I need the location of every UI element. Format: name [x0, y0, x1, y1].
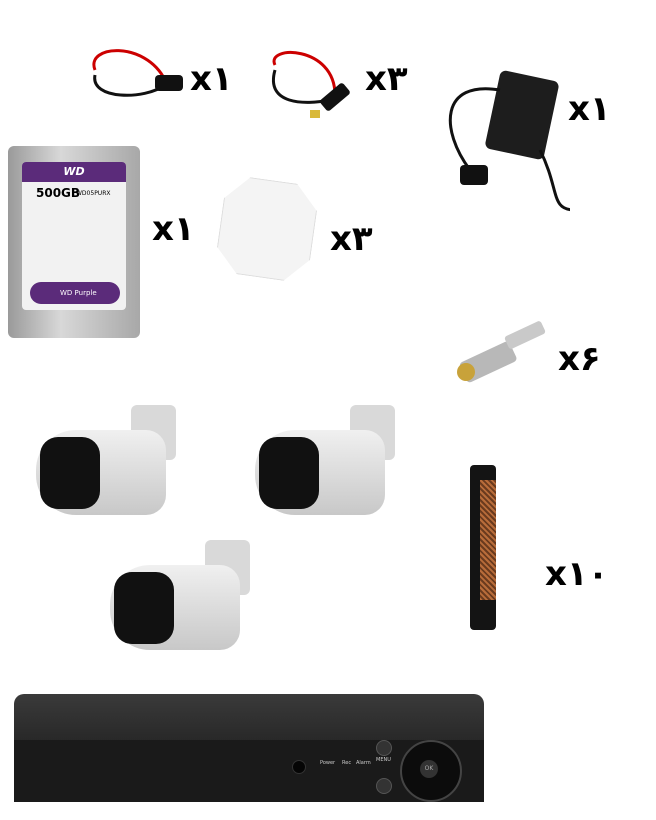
quantity-dc-female: x۱: [190, 59, 233, 99]
record-button: [376, 778, 392, 794]
quantity-hdd: x۱: [152, 209, 195, 249]
ir-sensor: [292, 760, 306, 774]
junction-box-image: [214, 174, 321, 284]
quantity-bnc: x۶: [558, 339, 601, 379]
hdd-model: WD05PURX: [76, 190, 111, 197]
bullet-camera-image: [36, 405, 176, 515]
quantity-coax-cable: x۱۰: [545, 554, 609, 594]
coax-braid: [480, 480, 496, 600]
quantity-power-adapter: x۱: [568, 89, 611, 129]
bnc-connector-image: [457, 321, 546, 383]
rec-led-label: Rec: [342, 760, 352, 766]
dpad: [400, 740, 462, 802]
menu-label: MENU: [376, 757, 391, 763]
power-adapter-image: [448, 70, 570, 212]
bullet-camera-image: [110, 540, 250, 650]
hdd-capacity: 500GB: [36, 186, 81, 200]
hdd-line-badge: WD Purple: [30, 282, 120, 304]
quantity-dc-male: x۳: [365, 59, 408, 99]
quantity-junction-box: x۳: [330, 219, 373, 259]
bullet-camera-image: [255, 405, 395, 515]
ok-button: OK: [420, 760, 438, 778]
hdd-brand: WD: [22, 162, 126, 182]
alarm-led-label: Alarm: [356, 760, 371, 766]
dc-male-cable-image: [271, 51, 350, 118]
menu-button: [376, 740, 392, 756]
power-led-label: Power: [320, 760, 336, 766]
hdd-line: WD Purple: [60, 289, 97, 297]
dc-female-cable-image: [92, 49, 183, 97]
